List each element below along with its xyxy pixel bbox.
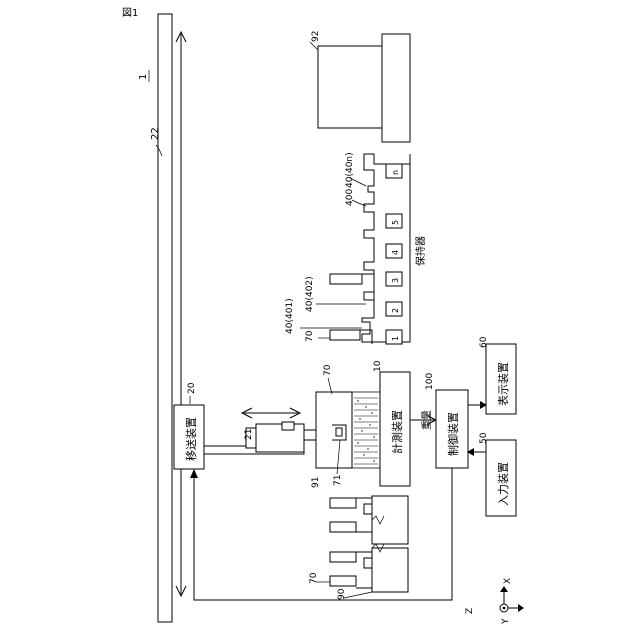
vessel-ref: 91 <box>311 477 321 488</box>
svg-text:n: n <box>391 170 400 175</box>
holder-cap-ref: 92 <box>311 31 321 42</box>
holder: 1 2 3 4 5 n 保持器 400 40(40n) 40(402) 40(4… <box>285 152 427 344</box>
axis-x: X <box>503 578 513 584</box>
display-device-label: 表示装置 <box>496 362 510 406</box>
svg-text:4: 4 <box>391 250 400 255</box>
slot-ref-70: 70 <box>305 330 315 342</box>
tray-ref: 90 <box>337 588 347 600</box>
rail-ref: 22 <box>150 127 161 140</box>
display-device-ref: 60 <box>479 336 489 348</box>
svg-text:2: 2 <box>391 308 400 313</box>
axis-indicator: X Z Y <box>465 578 524 625</box>
transfer-device-label: 移送装置 <box>184 417 198 461</box>
rail-travel-arrow <box>176 32 186 596</box>
transfer-device: 移送装置 20 <box>174 382 204 469</box>
weight-label: 重量 <box>420 410 433 430</box>
control-to-transfer-line <box>190 468 452 600</box>
tray-stack-upper <box>330 496 408 544</box>
measuring-vessel: 91 70 71 <box>311 364 380 488</box>
figure-label: 図1 <box>122 7 138 19</box>
measuring-device: 計測装置 10 <box>373 360 410 486</box>
slot-402-ref: 40(402) <box>305 276 315 312</box>
svg-text:1: 1 <box>138 74 149 80</box>
holder-label: 保持器 <box>414 236 427 266</box>
gripper-ref-mid: 71 <box>333 475 343 486</box>
svg-text:3: 3 <box>391 278 400 283</box>
slot-40n-ref: 40(40n) <box>345 152 355 188</box>
svg-text:1: 1 <box>391 336 400 341</box>
axis-z: Z <box>465 608 475 614</box>
measuring-device-label: 計測装置 <box>390 410 404 454</box>
arm-travel-arrow <box>242 408 300 418</box>
weight-signal: 重量 <box>410 410 436 430</box>
transfer-device-ref: 20 <box>187 382 197 394</box>
input-device: 入力装置 50 <box>467 432 516 516</box>
tray-stack-lower: 70 90 <box>309 544 408 600</box>
measuring-device-ref: 10 <box>373 360 383 372</box>
holder-cap: 92 <box>310 31 410 142</box>
arm-ref: 21 <box>244 429 254 440</box>
input-device-ref: 50 <box>479 432 489 444</box>
svg-text:5: 5 <box>391 220 400 225</box>
display-device: 表示装置 60 <box>468 336 516 414</box>
slot-401-ref: 40(401) <box>285 298 295 334</box>
control-device-label: 制御装置 <box>446 412 460 456</box>
axis-y: Y <box>501 618 511 625</box>
input-device-label: 入力装置 <box>497 462 510 506</box>
control-device-ref: 100 <box>425 373 435 390</box>
gripper-ref-top: 70 <box>323 364 333 376</box>
system-ref: 1 <box>138 70 149 82</box>
holder-ref: 400 <box>345 189 355 206</box>
rail: 22 <box>150 14 172 622</box>
